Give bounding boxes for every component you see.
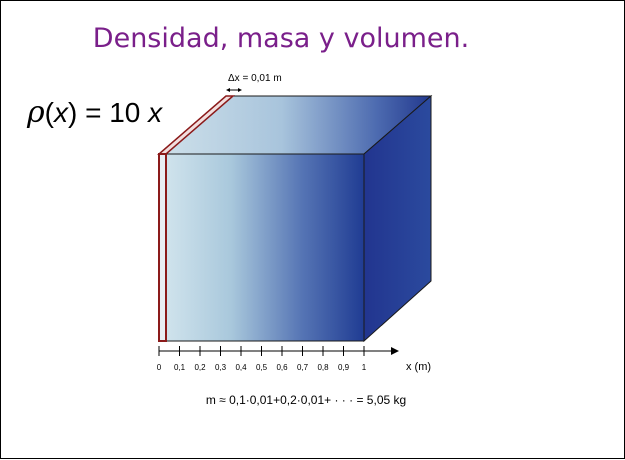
- x-axis-tick-label: 0,4: [235, 363, 247, 372]
- x-axis-tick-label: 0: [157, 363, 162, 372]
- x-axis-tick-label: 0,6: [276, 363, 288, 372]
- x-axis-tick-label: 0,1: [174, 363, 186, 372]
- mass-equation: m ≈ 0,1·0,01+0,2·0,01+ · · · = 5,05 kg: [205, 393, 407, 407]
- slice-front: [158, 153, 167, 342]
- x-axis-tick-label: 0,7: [297, 363, 309, 372]
- x-axis-tick-label: 0,5: [256, 363, 268, 372]
- slide-title: Densidad, masa y volumen.: [92, 23, 470, 54]
- x-axis-tick-label: 1: [362, 363, 367, 372]
- density-formula: ρ(x) = 10 x: [27, 95, 162, 130]
- x-axis-tick-label: 0,9: [338, 363, 350, 372]
- cube-front-face: [158, 153, 365, 342]
- rho-symbol: ρ: [27, 95, 45, 130]
- formula-variable: x: [53, 97, 68, 128]
- formula-equals: = 10: [77, 97, 149, 128]
- formula-open-paren: (: [44, 97, 54, 128]
- x-axis-tick-label: 0,2: [194, 363, 206, 372]
- x-axis-tick-label: 0,3: [215, 363, 227, 372]
- x-axis: 0 0,1 0,2 0,3 0,4 0,5 0,6 0,7 0,8 0,9 1 x (m): [157, 346, 431, 373]
- delta-x-label: Δx = 0,01 m: [228, 73, 282, 84]
- formula-rhs-variable: x: [148, 97, 163, 128]
- x-axis-tick-label: 0,8: [317, 363, 329, 372]
- x-axis-arrowhead: [391, 347, 399, 355]
- formula-close-paren: ): [67, 97, 78, 128]
- delta-x-arrow: [226, 88, 242, 92]
- x-axis-label: x (m): [406, 361, 431, 373]
